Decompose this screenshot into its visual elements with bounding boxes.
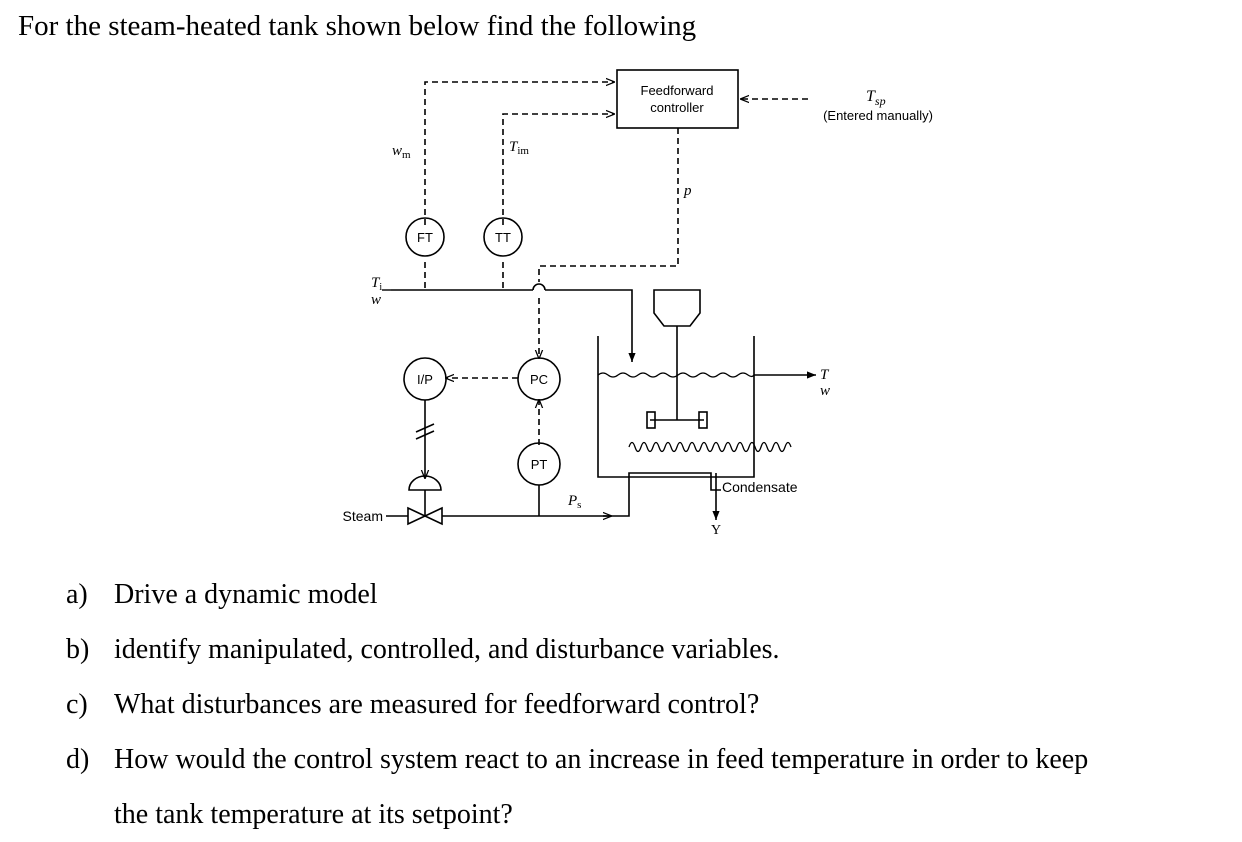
inlet-temperature-label: Ti	[371, 275, 382, 293]
tt-label: TT	[495, 230, 511, 245]
controller-label-line2: controller	[650, 100, 704, 115]
ft-bubble	[405, 217, 445, 257]
condensate-label: Condensate	[722, 479, 798, 495]
wm-label: wm	[392, 143, 411, 161]
question-d-continuation: the tank temperature at its setpoint?	[114, 799, 513, 830]
ft-label: FT	[417, 230, 433, 245]
steam-label: Steam	[343, 508, 383, 524]
steam-line	[386, 472, 721, 516]
question-c-label: c)	[66, 689, 88, 720]
feed-pipe	[391, 283, 636, 362]
signal-lines	[424, 82, 808, 445]
tim-signal-line	[502, 114, 614, 225]
question-b-text: identify manipulated, controlled, and di…	[114, 634, 780, 665]
question-c: c) What disturbances are measured for fee…	[66, 689, 759, 721]
heating-coil	[628, 441, 792, 453]
question-d-label: d)	[66, 744, 90, 775]
ip-label: I/P	[417, 372, 433, 387]
feedforward-controller-box	[616, 69, 739, 129]
setpoint-note: (Entered manually)	[823, 108, 933, 123]
problem-heading: For the steam-heated tank shown below fi…	[18, 10, 697, 42]
steam-control-valve	[407, 475, 443, 526]
question-d-text: How would the control system react to an…	[114, 744, 1089, 775]
tt-bubble	[483, 217, 523, 257]
setpoint-symbol: Tsp	[866, 88, 886, 108]
wm-signal-line	[424, 82, 614, 225]
inlet-flow-label: w	[371, 292, 381, 308]
agitator	[646, 289, 708, 429]
liquid-surface	[597, 372, 755, 378]
outlet-temperature-label: T	[820, 367, 830, 383]
question-a-text: Drive a dynamic model	[114, 579, 378, 610]
tank-wall	[597, 336, 755, 478]
controller-label-line1: Feedforward	[641, 83, 714, 98]
pt-label: PT	[531, 457, 548, 472]
outlet-flow-label: w	[820, 383, 830, 399]
question-a-label: a)	[66, 579, 88, 610]
steam-heated-tank-diagram: Feedforward controller (Entered manually…	[343, 69, 933, 538]
question-b: b) identify manipulated, controlled, and …	[66, 634, 780, 666]
question-a: a) Drive a dynamic model	[66, 579, 378, 611]
question-c-text: What disturbances are measured for feedf…	[114, 689, 760, 720]
tim-label: Tim	[509, 139, 529, 157]
question-d: d) How would the control system react to …	[66, 744, 1088, 776]
pc-bubble	[517, 357, 561, 401]
p-signal-line	[538, 128, 679, 282]
trap-label: Y	[711, 523, 721, 538]
pc-label: PC	[530, 372, 548, 387]
question-b-label: b)	[66, 634, 90, 665]
p-label: p	[683, 183, 692, 199]
pneumatic-signal	[415, 400, 435, 478]
ps-label: Ps	[567, 493, 581, 511]
